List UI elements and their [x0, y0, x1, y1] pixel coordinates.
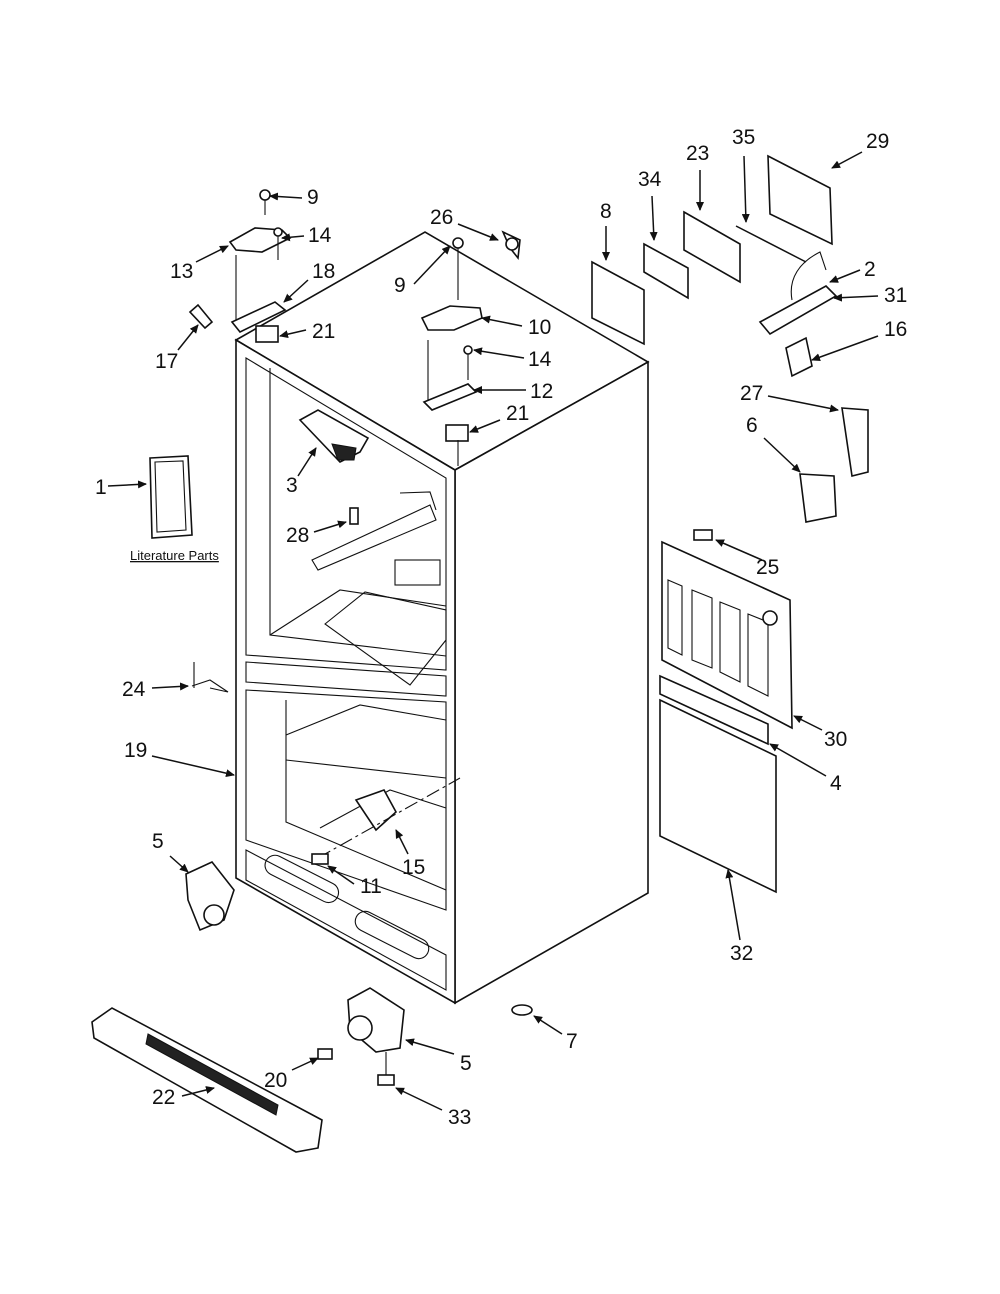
- callout-7: 7: [566, 1030, 578, 1053]
- callout-33: 33: [448, 1106, 471, 1129]
- callout-32: 32: [730, 942, 753, 965]
- callout-22: 22: [152, 1086, 175, 1109]
- light-housing: [298, 409, 370, 463]
- top-left-hinge: [228, 189, 292, 343]
- screw-20: [317, 1048, 333, 1060]
- callout-29: 29: [866, 130, 889, 153]
- callout-1: 1: [95, 476, 107, 499]
- callout-13: 13: [170, 260, 193, 283]
- callout-14-right: 14: [528, 348, 552, 371]
- callout-12: 12: [530, 380, 553, 403]
- literature-label: Literature Parts: [130, 548, 219, 563]
- callout-9-right: 9: [394, 274, 406, 297]
- cabinet: [234, 231, 650, 1005]
- callout-30: 30: [824, 728, 847, 751]
- screw-25: [693, 529, 713, 541]
- callout-4: 4: [830, 772, 842, 795]
- callout-31: 31: [884, 284, 907, 307]
- callout-19: 19: [124, 739, 147, 762]
- foot-pad: [511, 1004, 533, 1016]
- bracket-27: [841, 407, 869, 477]
- connector-16: [785, 336, 813, 378]
- callout-24: 24: [122, 678, 146, 701]
- wire-clip: [188, 303, 214, 330]
- callout-27: 27: [740, 382, 763, 405]
- callout-9-left: 9: [307, 186, 319, 209]
- callout-14-left: 14: [308, 224, 332, 247]
- callout-17: 17: [155, 350, 178, 373]
- callout-34: 34: [638, 168, 662, 191]
- callout-3: 3: [286, 474, 298, 497]
- spring-clip: [191, 662, 229, 693]
- gasket-strip: [659, 674, 769, 746]
- callout-18: 18: [312, 260, 335, 283]
- roller-right: [347, 987, 405, 1053]
- callouts: 1 2 3 4 5 5 6 7 8 9 9 10 11 12 13 14 14: [95, 126, 907, 1129]
- roller-left: [185, 861, 235, 932]
- seal-gasket: [591, 260, 645, 346]
- control-housing: [767, 154, 833, 246]
- screw-11: [311, 853, 329, 865]
- hinge-axis: [317, 777, 461, 859]
- callout-26: 26: [430, 206, 453, 229]
- callout-10: 10: [528, 316, 551, 339]
- bracket-6: [799, 473, 837, 523]
- callout-20: 20: [264, 1069, 287, 1092]
- callout-28: 28: [286, 524, 309, 547]
- callout-21-left: 21: [312, 320, 335, 343]
- water-tube: [758, 251, 838, 336]
- callout-5-left: 5: [152, 830, 164, 853]
- leveling-leg: [377, 1052, 395, 1086]
- callout-25: 25: [756, 556, 779, 579]
- callout-2: 2: [864, 258, 876, 281]
- callout-15: 15: [402, 856, 425, 879]
- wire-harness: [735, 225, 807, 263]
- callout-5-right: 5: [460, 1052, 472, 1075]
- literature-booklet: [149, 455, 193, 539]
- screw-28: [349, 507, 359, 525]
- base-grille: [91, 1007, 323, 1153]
- callout-23: 23: [686, 142, 709, 165]
- callout-6: 6: [746, 414, 758, 437]
- callout-35: 35: [732, 126, 755, 149]
- callout-16: 16: [884, 318, 907, 341]
- callout-8: 8: [600, 200, 612, 223]
- compressor-cover: [659, 698, 777, 894]
- rear-access-panel: [661, 540, 793, 730]
- control-board: [683, 210, 741, 284]
- hinge-cam: [501, 230, 521, 261]
- callout-21-right: 21: [506, 402, 529, 425]
- board-cover: [643, 242, 689, 300]
- callout-11: 11: [360, 875, 382, 898]
